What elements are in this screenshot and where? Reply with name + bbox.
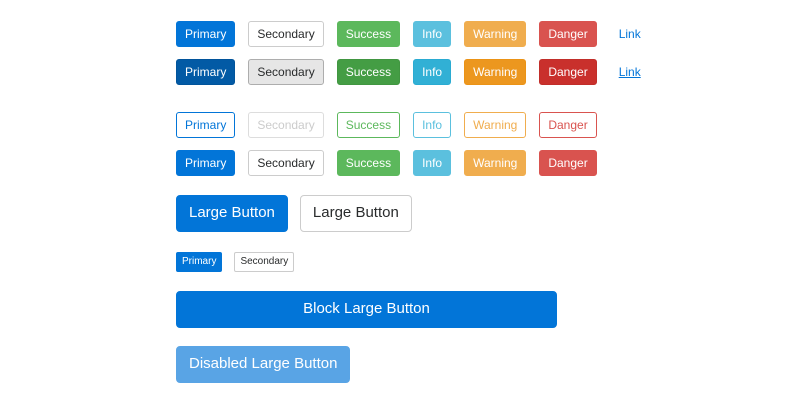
secondary-button[interactable]: Secondary <box>248 21 324 47</box>
success-button[interactable]: Success <box>336 150 401 176</box>
info-button[interactable]: Info <box>413 150 452 176</box>
primary-button[interactable]: Primary <box>176 150 236 176</box>
large-secondary-button[interactable]: Large Button <box>299 195 412 232</box>
secondary-active-button[interactable]: Secondary <box>248 59 324 85</box>
success-button[interactable]: Success <box>336 21 401 47</box>
button-row-active: Primary Secondary Success Info Warning D… <box>176 59 650 85</box>
success-outline-button[interactable]: Success <box>336 112 401 138</box>
warning-outline-button[interactable]: Warning <box>464 112 527 138</box>
small-primary-button[interactable]: Primary <box>176 252 223 272</box>
button-row-solid: Primary Secondary Success Info Warning D… <box>176 21 650 47</box>
danger-outline-button[interactable]: Danger <box>539 112 597 138</box>
small-secondary-button[interactable]: Secondary <box>234 252 295 272</box>
button-row-large: Large Button Large Button <box>176 195 412 232</box>
warning-button[interactable]: Warning <box>464 21 527 47</box>
info-outline-button[interactable]: Info <box>413 112 452 138</box>
info-active-button[interactable]: Info <box>413 59 452 85</box>
danger-button[interactable]: Danger <box>539 21 597 47</box>
secondary-outline-button[interactable]: Secondary <box>248 112 324 138</box>
warning-active-button[interactable]: Warning <box>464 59 527 85</box>
secondary-button[interactable]: Secondary <box>248 150 324 176</box>
button-row-block: Block Large Button <box>176 291 557 328</box>
info-button[interactable]: Info <box>413 21 452 47</box>
link-button[interactable]: Link <box>610 21 650 47</box>
danger-button[interactable]: Danger <box>539 150 597 176</box>
block-large-button[interactable]: Block Large Button <box>176 291 557 328</box>
danger-active-button[interactable]: Danger <box>539 59 597 85</box>
button-row-disabled: Disabled Large Button <box>176 346 351 383</box>
link-active-button[interactable]: Link <box>610 59 650 85</box>
primary-outline-button[interactable]: Primary <box>176 112 236 138</box>
button-row-small: Primary Secondary <box>176 252 295 272</box>
button-row-solid-2: Primary Secondary Success Info Warning D… <box>176 150 597 176</box>
large-primary-button[interactable]: Large Button <box>176 195 288 232</box>
primary-active-button[interactable]: Primary <box>176 59 236 85</box>
disabled-large-button: Disabled Large Button <box>176 346 351 383</box>
success-active-button[interactable]: Success <box>336 59 401 85</box>
primary-button[interactable]: Primary <box>176 21 236 47</box>
warning-button[interactable]: Warning <box>464 150 527 176</box>
button-row-outline: Primary Secondary Success Info Warning D… <box>176 112 597 138</box>
